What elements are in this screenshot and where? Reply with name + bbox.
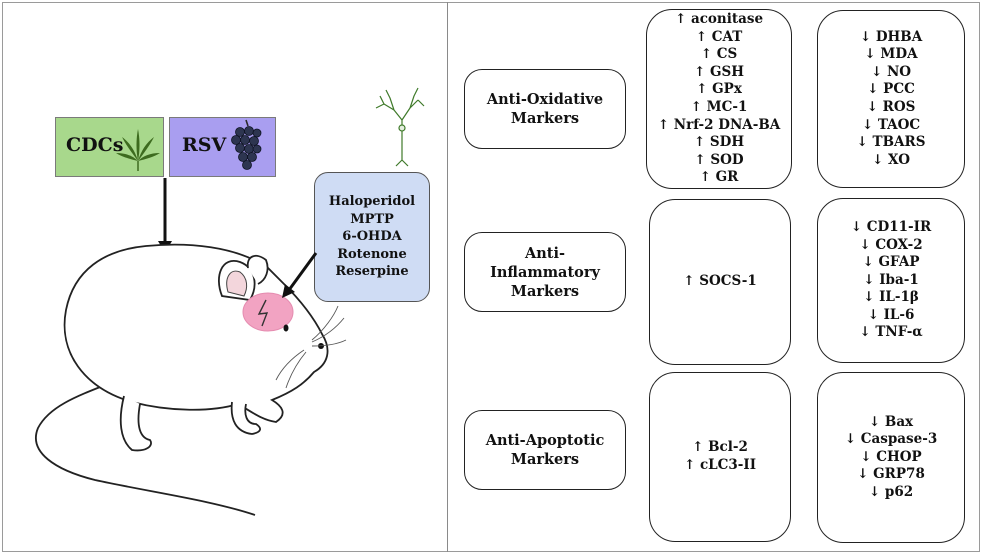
decreased-marker: ↓ ROS xyxy=(866,99,916,115)
decreased-marker: ↓ NO xyxy=(870,63,912,80)
panel-divider xyxy=(447,2,448,552)
anti-oxidative-increased-box: ↑ aconitase ↑ CAT ↑ CS ↑ GSH ↑ GPx ↑ MC-… xyxy=(646,9,792,189)
increased-marker: ↑ SOD xyxy=(694,151,744,168)
decreased-marker: ↓ IL-6 xyxy=(867,306,915,323)
cannabis-leaf-icon xyxy=(116,129,160,171)
anti-inflammatory-increased-box: ↑ SOCS-1 xyxy=(649,199,791,365)
increased-marker: ↑ Bcl-2 xyxy=(692,439,748,456)
marker-category-label: Anti- xyxy=(524,244,566,262)
decreased-marker: ↓ Bax xyxy=(868,413,914,430)
toxin-item: Rotenone xyxy=(337,246,407,262)
anti-apoptotic-decreased-box: ↓ Bax ↓ Caspase-3 ↓ CHOP ↓ GRP78 ↓ p62 xyxy=(817,372,965,543)
toxin-item: Reserpine xyxy=(335,264,409,280)
rat-eye xyxy=(283,324,289,332)
increased-marker: ↑ GR xyxy=(699,169,739,186)
marker-category-label: Anti-Apoptotic xyxy=(485,432,605,449)
anti-apoptotic-label-box: Anti-Apoptotic Markers xyxy=(464,410,626,490)
neurotoxin-list: Haloperidol MPTP 6-OHDA Rotenone Reserpi… xyxy=(314,172,430,302)
rat-whiskers xyxy=(275,305,347,389)
increased-marker: ↑ GPx xyxy=(696,81,742,98)
cdcs-box: CDCs xyxy=(55,117,164,177)
neuron-icon xyxy=(375,87,425,167)
decreased-marker: ↓ p62 xyxy=(868,483,914,500)
right-panel: Anti-Oxidative Markers ↑ aconitase ↑ CAT… xyxy=(448,0,984,556)
decreased-marker: ↓ TBARS xyxy=(856,134,926,151)
increased-marker: ↑ aconitase xyxy=(674,11,764,28)
toxin-arrow xyxy=(282,252,318,298)
increased-marker: ↑ CAT xyxy=(695,28,743,45)
rsv-box: RSV xyxy=(169,117,276,177)
increased-marker: ↑ MC-1 xyxy=(690,99,748,115)
decreased-marker: ↓ TAOC xyxy=(861,116,921,133)
decreased-marker: ↓ DHBA xyxy=(859,28,923,45)
decreased-marker: ↓ PCC xyxy=(867,81,915,98)
increased-marker: ↑ SOCS-1 xyxy=(683,273,757,290)
decreased-marker: ↓ CHOP xyxy=(860,448,922,465)
anti-inflammatory-label-box: Anti- Inflammatory Markers xyxy=(464,232,626,312)
toxin-item: Haloperidol xyxy=(328,194,416,210)
decreased-marker: ↓ TNF-α xyxy=(859,324,923,341)
anti-oxidative-decreased-box: ↓ DHBA ↓ MDA ↓ NO ↓ PCC ↓ ROS ↓ TAOC ↓ T… xyxy=(817,10,965,188)
marker-category-label: Markers xyxy=(510,282,580,300)
anti-inflammatory-decreased-box: ↓ CD11-IR ↓ COX-2 ↓ GFAP ↓ Iba-1 ↓ IL-1β… xyxy=(817,198,965,363)
decreased-marker: ↓ Caspase-3 xyxy=(844,431,938,448)
decreased-marker: ↓ MDA xyxy=(864,46,918,63)
marker-category-label: Markers xyxy=(510,110,580,127)
increased-marker: ↑ GSH xyxy=(693,63,745,80)
toxin-item: 6-OHDA xyxy=(342,229,402,245)
marker-category-label: Anti-Oxidative xyxy=(486,91,604,108)
increased-marker: ↑ SDH xyxy=(693,134,745,151)
marker-category-label: Markers xyxy=(510,451,580,468)
toxin-item: MPTP xyxy=(350,211,394,227)
marker-category-label: Inflammatory xyxy=(490,263,600,281)
treatment-arrow xyxy=(158,178,172,253)
increased-marker: ↑ Nrf-2 DNA-BA xyxy=(657,116,781,133)
decreased-marker: ↓ GRP78 xyxy=(857,466,925,483)
decreased-marker: ↓ GFAP xyxy=(862,254,920,271)
brain-icon xyxy=(242,292,294,332)
anti-apoptotic-increased-box: ↑ Bcl-2 ↑ cLC3-II xyxy=(649,372,791,542)
cdcs-label: CDCs xyxy=(66,134,124,156)
rsv-label: RSV xyxy=(182,134,227,156)
rat-nose xyxy=(318,343,324,349)
decreased-marker: ↓ XO xyxy=(871,151,910,168)
increased-marker: ↑ CS xyxy=(700,46,738,63)
decreased-marker: ↓ COX-2 xyxy=(859,236,923,253)
decreased-marker: ↓ IL-1β xyxy=(863,289,919,306)
increased-marker: ↑ cLC3-II xyxy=(683,457,757,473)
rat-illustration xyxy=(35,243,329,516)
left-panel: CDCs RSV Haloperidol xyxy=(0,0,447,556)
grape-cluster-icon xyxy=(231,119,262,170)
anti-oxidative-label-box: Anti-Oxidative Markers xyxy=(464,69,626,149)
decreased-marker: ↓ Iba-1 xyxy=(863,271,919,288)
decreased-marker: ↓ CD11-IR xyxy=(850,218,932,235)
